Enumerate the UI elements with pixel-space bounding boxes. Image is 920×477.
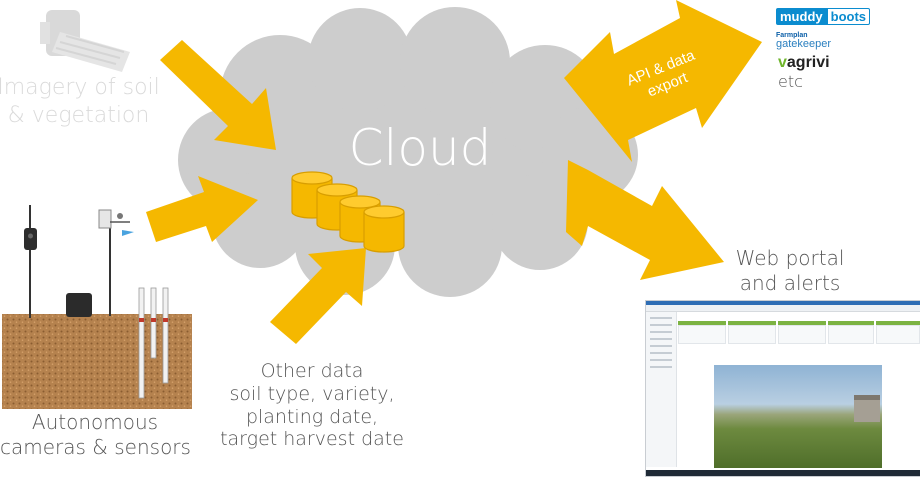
portal-card-header (728, 321, 776, 325)
arrow-otherdata-to-cloud (270, 248, 366, 344)
portal-sidebar (646, 312, 677, 467)
portal-menubar (646, 305, 920, 312)
weather-station-icon (66, 209, 134, 317)
sensors-caption: Autonomous cameras & sensors (0, 410, 191, 460)
soil-probe-icon (138, 287, 169, 399)
other-data-line-4: target harvest date (220, 428, 404, 451)
arrow-sensors-to-cloud (146, 176, 258, 242)
portal-card-header (678, 321, 726, 325)
portal-topbar (646, 301, 920, 305)
portal-caption-line-1: Web portal (735, 246, 845, 270)
agrivi-leaf-icon: v (778, 54, 787, 71)
other-data-caption: Other data soil type, variety, planting … (212, 360, 412, 451)
sensors-caption-line-2: cameras & sensors (0, 435, 191, 459)
agrivi-logo-text: agrivi (786, 54, 830, 71)
portal-card (778, 325, 826, 344)
muddy-boots-logo-part-2: boots (826, 8, 871, 25)
imagery-caption-line-1: Imagery of soil (0, 75, 160, 100)
portal-photo-barn (854, 395, 880, 422)
portal-card (678, 325, 726, 344)
portal-card-header (876, 321, 920, 325)
farmplan-logo-line-2: gatekeeper (776, 38, 832, 50)
portal-field-photo (714, 365, 882, 468)
farmplan-gatekeeper-logo: Farmplan gatekeeper (776, 32, 831, 50)
portal-taskbar (646, 470, 920, 476)
portal-card (876, 325, 920, 344)
portal-card-header (828, 321, 874, 325)
portal-card (828, 325, 874, 344)
camera-sensor-icon (24, 205, 37, 318)
arrow-api-export (564, 0, 762, 162)
portal-card (728, 325, 776, 344)
other-data-line-2: soil type, variety, (229, 382, 395, 405)
etc-label: etc (778, 72, 803, 91)
portal-caption: Web portal and alerts (720, 246, 860, 296)
other-data-line-3: planting date, (245, 405, 379, 428)
agrivi-logo: vagrivi (778, 54, 830, 72)
web-portal-screenshot (645, 300, 920, 477)
database-icon (291, 171, 405, 253)
portal-caption-line-2: and alerts (739, 271, 841, 295)
cloud-label: Cloud (349, 119, 492, 177)
portal-card-header (778, 321, 826, 325)
arrow-portal-link (566, 160, 724, 280)
imagery-caption-line-2: & vegetation (7, 102, 150, 128)
farmplan-logo-line-1: Farmplan (776, 32, 808, 39)
sensors-caption-line-1: Autonomous (31, 410, 159, 434)
other-data-line-1: Other data (260, 360, 364, 382)
muddy-boots-logo-part-1: muddy (776, 8, 827, 25)
imagery-caption: Imagery of soil & vegetation (0, 74, 161, 129)
arrow-imagery-to-cloud (160, 40, 276, 150)
satellite-icon (40, 10, 130, 72)
